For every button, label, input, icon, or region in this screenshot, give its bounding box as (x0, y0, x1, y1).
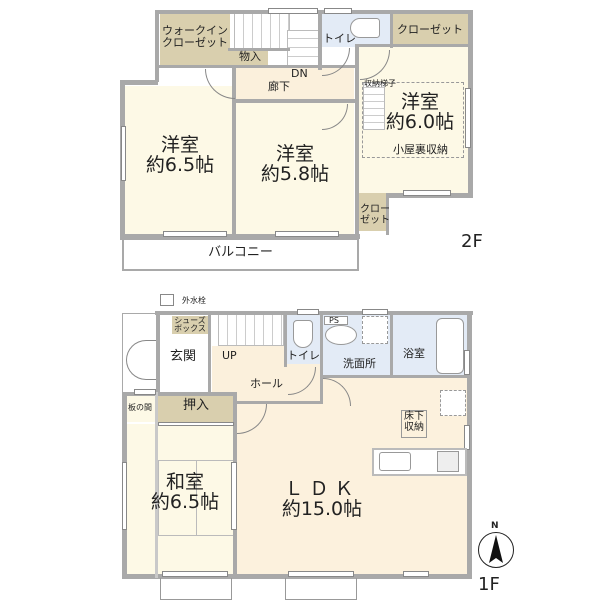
storage-ladder-label: 収納梯子 (364, 79, 396, 88)
sink-fixture (325, 325, 357, 345)
washing-machine-space (362, 316, 388, 344)
window (464, 350, 470, 375)
toilet-2f-label: トイレ (323, 32, 356, 45)
storage-2f (230, 50, 268, 65)
stairs-up-label: UP (222, 349, 237, 362)
storage-2f-label: 物入 (239, 50, 261, 63)
western-room-6-5 (125, 86, 233, 234)
ldk (237, 404, 467, 574)
fridge-space (440, 390, 466, 416)
window (403, 190, 451, 196)
floor-2-label: 2F (461, 231, 483, 252)
outdoor-faucet-icon (160, 294, 174, 306)
balcony (122, 238, 359, 271)
entrance-label: 玄関 (170, 349, 197, 364)
compass-north-label: N (491, 521, 499, 531)
western-room-5-8-label: 洋室 約5.8帖 (260, 143, 330, 185)
north-arrow-icon (489, 535, 503, 563)
underfloor-storage-label: 床下 収納 (404, 411, 424, 433)
window (465, 88, 471, 148)
wood-floor-label: 板の間 (128, 403, 152, 412)
window (163, 231, 227, 237)
attic-storage-label: 小屋裏収納 (393, 143, 448, 156)
ldk-label: ＬＤＫ 約15.0帖 (281, 478, 363, 520)
japanese-room (126, 424, 234, 574)
ps-box (324, 316, 348, 325)
hall-label: ホール (250, 377, 283, 390)
shoe-box-label: シューズ ボックス (174, 316, 206, 334)
wood-floor (126, 396, 156, 422)
walk-in-closet (160, 13, 230, 65)
window (403, 571, 429, 577)
stairs-2f (234, 13, 290, 49)
window (268, 8, 318, 14)
outdoor-faucet-label: 外水栓 (182, 296, 206, 305)
window (134, 389, 156, 395)
toilet-1f-label: トイレ (287, 349, 320, 362)
closet-small-label: クロー ゼット (360, 204, 390, 226)
western-room-6-5-label: 洋室 約6.5帖 (145, 134, 215, 176)
bathtub (436, 318, 464, 374)
window (362, 309, 388, 315)
compass (478, 532, 514, 568)
washroom-label: 洗面所 (343, 357, 376, 370)
ps-label: PS (329, 316, 339, 325)
walk-in-closet-label: ウォークイン クローゼット (162, 24, 228, 49)
window (275, 231, 339, 237)
window (297, 309, 319, 315)
western-room-6-0-label: 洋室 約6.0帖 (385, 91, 455, 133)
stairs-2f-lower (287, 30, 319, 66)
attic-storage-area (362, 82, 464, 158)
shoe-box (172, 316, 208, 334)
underfloor-storage-box (401, 410, 427, 438)
closet-top (392, 13, 468, 45)
window (121, 126, 126, 181)
floor-1-label: 1F (478, 574, 500, 595)
closet-1f-label: 押入 (182, 398, 209, 413)
window (162, 571, 228, 577)
stairs-dn-label: DN (291, 67, 308, 80)
toilet-fixture (293, 320, 313, 348)
corridor-label: 廊下 (268, 80, 290, 93)
bay-box (160, 578, 232, 600)
window (158, 422, 234, 426)
closet-1f (158, 394, 234, 422)
window (324, 8, 352, 14)
window (231, 462, 237, 530)
balcony-label: バルコニー (208, 245, 273, 260)
closet-small (358, 193, 388, 231)
tatami-divider (196, 460, 197, 536)
window (288, 571, 354, 577)
bathroom-label: 浴室 (403, 347, 425, 360)
window (122, 462, 127, 530)
window (464, 425, 470, 450)
kitchen-sink (379, 452, 411, 471)
door-swing (126, 340, 156, 380)
toilet-fixture (350, 18, 380, 38)
closet-top-label: クローゼット (397, 23, 463, 36)
japanese-room-label: 和室 約6.5帖 (150, 471, 220, 513)
stairs-1f (218, 314, 284, 346)
bay-box (285, 578, 357, 600)
stove (437, 451, 459, 472)
